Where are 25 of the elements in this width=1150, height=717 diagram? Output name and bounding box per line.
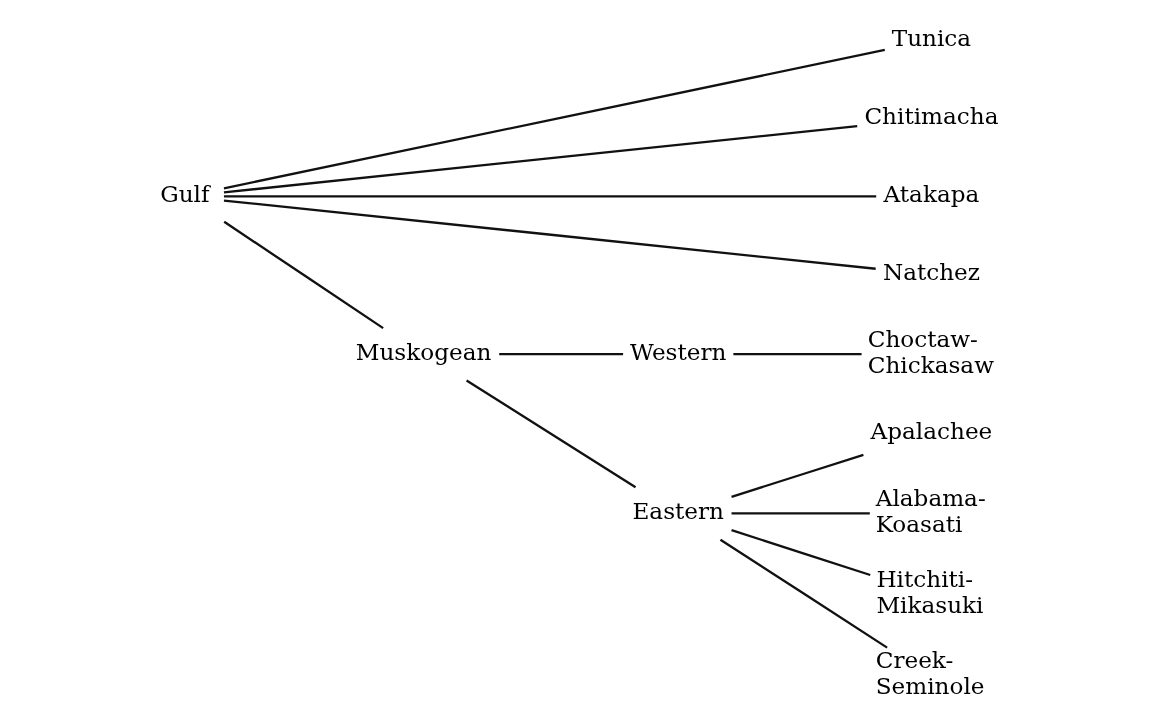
connector: [465, 379, 636, 489]
connector: [719, 538, 888, 649]
node-text: Creek- Seminole: [875, 646, 984, 699]
node-text: Choctaw- Chickasaw: [867, 325, 994, 378]
connector: [730, 529, 871, 577]
node-text: Tunica: [891, 24, 971, 51]
node-text: Western: [629, 338, 726, 365]
connector: [730, 453, 864, 498]
node-text: Eastern: [631, 497, 724, 524]
node-text: Muskogean: [355, 338, 491, 365]
connector: [223, 199, 876, 270]
node-text: Alabama- Koasati: [875, 484, 986, 537]
node-text: Hitchiti- Mikasuki: [875, 565, 983, 618]
node-text: Chitimacha: [863, 102, 998, 129]
node-text: Apalachee: [870, 418, 992, 445]
node-text: Natchez: [882, 259, 980, 286]
connector: [223, 124, 857, 194]
connector: [223, 195, 876, 198]
connector: [498, 353, 623, 356]
node-text: Gulf: [159, 180, 210, 207]
connector: [223, 220, 384, 330]
node-text: Atakapa: [883, 180, 979, 207]
connector: [731, 512, 870, 515]
connector: [223, 48, 885, 190]
connector: [732, 353, 862, 356]
